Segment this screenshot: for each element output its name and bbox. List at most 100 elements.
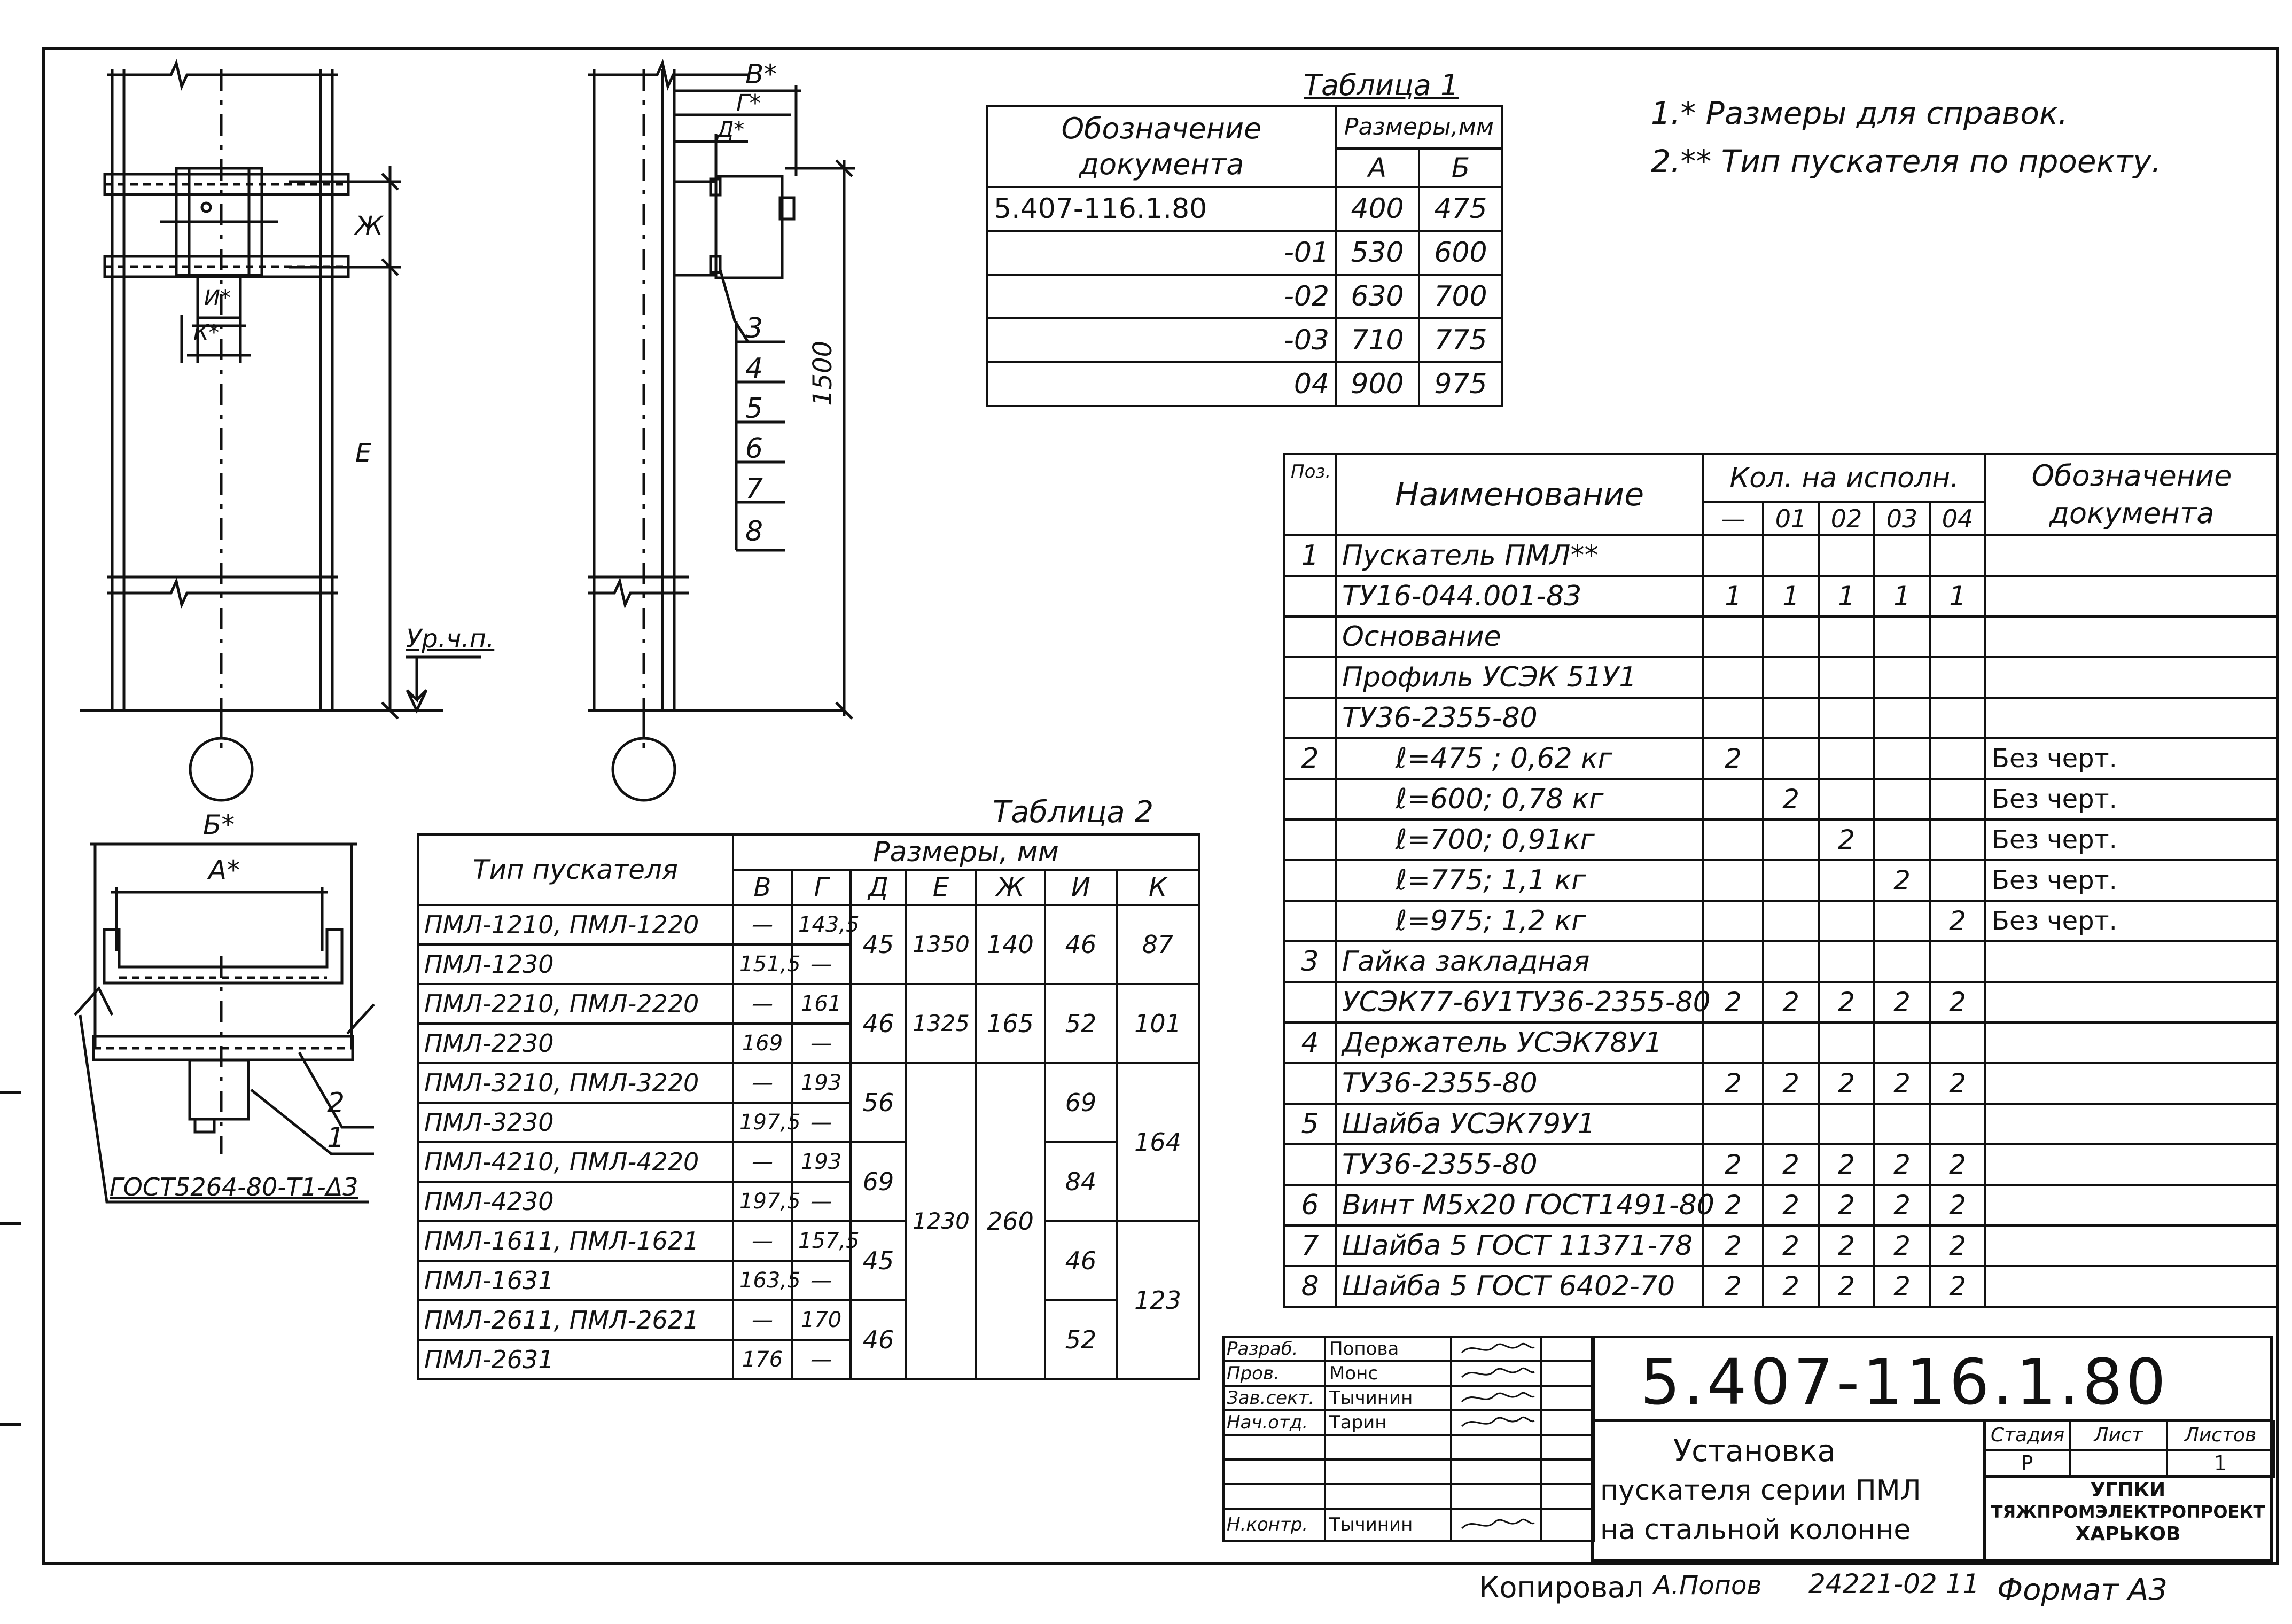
name-cell: Попова bbox=[1324, 1336, 1452, 1362]
spec-cell: 2 bbox=[1762, 981, 1820, 1024]
table2-head-type: Тип пускателя bbox=[417, 833, 734, 906]
spec-cell bbox=[1928, 940, 1987, 983]
spec-col-01: 01 bbox=[1762, 501, 1820, 536]
title-stage-table: Стадия Лист Листов Р 1 bbox=[1983, 1420, 2275, 1478]
spec-cell bbox=[1984, 615, 2280, 658]
table2-cell: 52 bbox=[1044, 983, 1118, 1064]
dim-1500-label: 1500 bbox=[808, 340, 838, 406]
spec-cell bbox=[1984, 1143, 2280, 1186]
table2-cell: 143,5 bbox=[791, 904, 860, 946]
spec-cell bbox=[1283, 981, 1337, 1024]
spec-head-qty: Кол. на исполн. bbox=[1702, 453, 1987, 503]
spec-cell: ТУ36-2355-80 bbox=[1335, 1062, 1704, 1105]
spec-cell: 8 bbox=[1283, 1265, 1337, 1308]
sheet-head: Лист bbox=[2069, 1420, 2168, 1451]
spec-cell: 2 bbox=[1702, 1224, 1764, 1267]
table2-cell: 170 bbox=[791, 1299, 852, 1341]
signature-mark bbox=[1461, 1518, 1535, 1529]
margin-tick bbox=[0, 1091, 21, 1094]
date-cell bbox=[1540, 1385, 1595, 1411]
table2-cell: — bbox=[732, 904, 793, 946]
spec-cell bbox=[1984, 697, 2280, 739]
table2-type: ПМЛ-2210, ПМЛ-2220 bbox=[417, 983, 734, 1025]
spec-cell bbox=[1283, 818, 1337, 861]
table2-cell: 197,5 bbox=[732, 1181, 801, 1222]
format-label: Формат А3 bbox=[1997, 1573, 2168, 1607]
table1-cell: 04 bbox=[986, 361, 1337, 407]
table2-cell: 157,5 bbox=[791, 1220, 860, 1262]
dim-zh-label: Ж bbox=[355, 211, 383, 241]
spec-cell bbox=[1283, 1062, 1337, 1105]
table2-cell: — bbox=[791, 943, 852, 985]
dim-k-label: К* bbox=[193, 321, 220, 345]
table2-cell: 151,5 bbox=[732, 943, 801, 985]
spec-cell bbox=[1702, 534, 1764, 577]
spec-cell bbox=[1702, 697, 1764, 739]
note-2: 2.** Тип пускателя по проекту. bbox=[1651, 143, 2162, 179]
spec-cell bbox=[1873, 778, 1931, 821]
role-cell: Пров. bbox=[1222, 1360, 1326, 1387]
spec-cell bbox=[1818, 1103, 1875, 1145]
spec-cell bbox=[1928, 1021, 1987, 1064]
table2-cell: — bbox=[791, 1022, 852, 1064]
spec-cell bbox=[1873, 1103, 1931, 1145]
signature-row bbox=[1222, 1434, 1595, 1461]
spec-cell bbox=[1928, 778, 1987, 821]
spec-cell bbox=[1762, 900, 1820, 942]
spec-cell: 2 bbox=[1762, 1062, 1820, 1105]
spec-col-04: 04 bbox=[1928, 501, 1987, 536]
spec-cell bbox=[1702, 615, 1764, 658]
stage-head: Стадия bbox=[1983, 1420, 2071, 1451]
spec-cell: 2 bbox=[1928, 1143, 1987, 1186]
table2-type: ПМЛ-2611, ПМЛ-2621 bbox=[417, 1299, 734, 1341]
copy-number: 24221-02 11 bbox=[1808, 1568, 1980, 1599]
table2-col-k: К bbox=[1115, 869, 1200, 906]
title-line-2: пускателя серии ПМЛ bbox=[1600, 1474, 1921, 1506]
pos-label-8: 8 bbox=[745, 516, 763, 548]
spec-cell: Держатель УСЭК78У1 bbox=[1335, 1021, 1704, 1064]
table2-cell: 52 bbox=[1044, 1299, 1118, 1380]
spec-cell: 2 bbox=[1702, 1062, 1764, 1105]
spec-cell bbox=[1818, 737, 1875, 780]
spec-cell: Без черт. bbox=[1984, 900, 2280, 942]
spec-cell: Пускатель ПМЛ** bbox=[1335, 534, 1704, 577]
table2-cell: 164 bbox=[1115, 1062, 1200, 1222]
dim-i-label: И* bbox=[204, 286, 231, 310]
dim-v-label: В* bbox=[745, 59, 777, 90]
org-line-3: ХАРЬКОВ bbox=[2075, 1522, 2181, 1545]
table2-cell: 193 bbox=[791, 1062, 852, 1104]
spec-cell: 2 bbox=[1873, 1265, 1931, 1308]
spec-cell: ℓ=775; 1,1 кг bbox=[1335, 859, 1704, 902]
spec-cell bbox=[1283, 656, 1337, 699]
spec-cell bbox=[1928, 1103, 1987, 1145]
spec-cell bbox=[1762, 697, 1820, 739]
spec-cell: 1 bbox=[1873, 575, 1931, 618]
spec-table: Поз. Наименование Кол. на исполн. Обозна… bbox=[1283, 453, 2280, 1308]
table2-type: ПМЛ-4230 bbox=[417, 1181, 734, 1222]
spec-cell bbox=[1283, 900, 1337, 942]
table2-col-g: Г bbox=[791, 869, 852, 906]
spec-cell: 2 bbox=[1818, 1062, 1875, 1105]
spec-cell bbox=[1928, 615, 1987, 658]
table2-head-sizes: Размеры, мм bbox=[731, 833, 1200, 871]
organization: УГПКИ ТЯЖПРОМЭЛЕКТРОПРОЕКТ ХАРЬКОВ bbox=[1983, 1479, 2273, 1545]
dim-a-label: А* bbox=[208, 855, 240, 886]
spec-cell bbox=[1283, 697, 1337, 739]
spec-cell: 2 bbox=[1762, 1265, 1820, 1308]
spec-cell bbox=[1762, 859, 1820, 902]
table2-cell: 163,5 bbox=[732, 1260, 801, 1301]
spec-head-pos: Поз. bbox=[1283, 453, 1337, 536]
spec-cell: УСЭК77-6У1ТУ36-2355-80 bbox=[1335, 981, 1711, 1024]
